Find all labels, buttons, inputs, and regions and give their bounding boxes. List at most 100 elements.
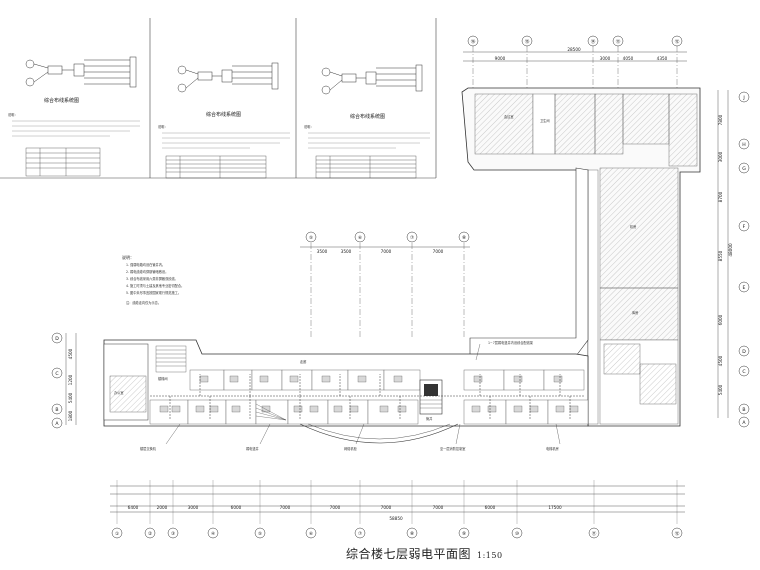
general-notes-line-6: 注：线缆走向仅为示意。	[126, 300, 161, 305]
detail-panel-2-notes-heading: 说明：	[158, 124, 168, 129]
axis-bottom-6: ⑥	[309, 531, 313, 537]
bottom-axis-grid: ① ② ③ ④ ⑤ ⑥ ⑦ ⑧ ⑨ ⑩ ⑪ ⑫ 6400 2000 3000 6…	[110, 480, 685, 539]
dim-top-1: 9000	[495, 56, 506, 61]
axis-right-G: G	[742, 166, 746, 172]
axis-top-15: ⑮	[525, 38, 530, 45]
dim-right-3: 8700	[718, 191, 723, 202]
dim-left-2: 1200	[68, 374, 73, 385]
axis-bottom-4: ④	[211, 531, 215, 537]
detail-panel-3: 综合布线系统图 说明：	[304, 64, 430, 179]
axis-left-C: C	[55, 371, 58, 377]
dim-mid-4: 7000	[433, 249, 444, 254]
axis-top-16: ⑯	[471, 38, 476, 45]
callout-1: 1~7层弱电竖井内设综合配线架	[488, 340, 534, 345]
detail-panel-3-title: 综合布线系统图	[350, 113, 385, 120]
right-axis-grid: J H G F E D C B A 7800 3000 8700 48000 8…	[717, 90, 750, 428]
axis-bottom-11: ⑪	[592, 530, 597, 537]
axis-bottom-10: ⑩	[515, 531, 519, 537]
dim-bottom-8: 7000	[433, 505, 444, 510]
axis-left-D: D	[55, 336, 59, 342]
axis-bottom-8: ⑧	[410, 531, 414, 537]
axis-top-12: ⑫	[675, 38, 680, 45]
axis-mid-6: ⑥	[358, 235, 362, 241]
axis-bottom-5: ⑤	[258, 531, 262, 537]
axis-bottom-2: ②	[148, 531, 152, 537]
drawing-scale: 1:150	[477, 551, 503, 560]
detail-panel-2-title: 综合布线系统图	[206, 111, 241, 118]
dim-right-total: 48000	[728, 243, 733, 257]
dim-bottom-2: 2000	[157, 505, 168, 510]
dim-bottom-3: 3000	[188, 505, 199, 510]
dim-bottom-9: 6000	[485, 505, 496, 510]
general-notes-line-4: 4. 施工时须与土建及其他专业密切配合。	[126, 283, 184, 288]
detail-panel-1-notes-heading: 说明：	[8, 112, 18, 117]
detail-panel-1: 综合布线系统图 说明：	[8, 56, 140, 177]
dim-left-1: 4500	[68, 348, 73, 359]
callout-3: 弱电竖井	[246, 446, 259, 451]
axis-right-A: A	[742, 420, 746, 426]
detail-panel-1-title: 综合布线系统图	[44, 97, 79, 104]
dim-mid-3: 7000	[381, 249, 392, 254]
top-axis-grid: ⑯ ⑮ ⑭ ⑬ ⑫ 28500 9000 3000 4050 4350	[463, 35, 687, 92]
axis-right-F: F	[743, 224, 746, 230]
room-label-server: 机房	[630, 224, 636, 229]
dim-bottom-5: 7000	[280, 505, 291, 510]
detail-panel-2: 综合布线系统图 说明：	[158, 62, 290, 179]
axis-right-H: H	[742, 142, 745, 148]
room-label-storage: 库房	[632, 310, 638, 315]
dim-right-4: 8550	[718, 250, 723, 261]
dim-top-2: 3000	[600, 56, 611, 61]
dim-bottom-1: 6400	[128, 505, 139, 510]
axis-mid-8: ⑧	[462, 235, 466, 241]
dim-right-1: 7800	[718, 114, 723, 125]
axis-bottom-3: ③	[171, 531, 175, 537]
axis-right-C: C	[742, 369, 745, 375]
general-notes-line-3: 3. 综合布线采用六类非屏蔽双绞线。	[126, 276, 178, 281]
axis-bottom-9: ⑨	[462, 531, 466, 537]
callouts: 1~7层弱电竖井内设综合配线架 楼层交换机 弱电竖井 网络机柜 至一层消防控制室…	[140, 340, 561, 451]
room-label-corridor: 走廊	[300, 359, 307, 364]
building-plan: 办公室 会议室 走廊 楼梯间 卫生间 机房 库房 管井	[103, 87, 701, 444]
dim-bottom-6: 7000	[330, 505, 341, 510]
axis-right-B: B	[742, 407, 745, 413]
room-label-meeting: 会议室	[504, 114, 514, 119]
dim-bottom-7: 7000	[381, 505, 392, 510]
mid-top-axis-grid: ⑤ ⑥ ⑦ ⑧ 3500 3500 7000 7000	[300, 231, 470, 338]
callout-4: 网络机柜	[344, 446, 358, 451]
left-axis-grid: D C B A 4500 1200 5400 1800	[51, 332, 77, 429]
dim-mid-1: 3500	[317, 249, 328, 254]
dim-right-7: 5400	[718, 384, 723, 395]
axis-right-D: D	[742, 349, 746, 355]
dim-right-6: 4500	[718, 355, 723, 366]
room-label-stair: 楼梯间	[158, 376, 168, 381]
dim-bottom-10: 17500	[548, 505, 562, 510]
axis-mid-5: ⑤	[309, 235, 313, 241]
axis-top-13: ⑬	[616, 38, 621, 45]
axis-right-J: J	[742, 95, 744, 101]
axis-left-A: A	[55, 421, 59, 427]
callout-5: 至一层消防控制室	[440, 446, 466, 451]
dim-top-total: 28500	[567, 47, 581, 52]
dim-right-2: 3000	[718, 151, 723, 162]
room-label-shaft: 管井	[426, 416, 432, 421]
drawing-title-block: 综合楼七层弱电平面图 1:150	[346, 545, 503, 562]
dim-right-5: 6000	[718, 314, 723, 325]
axis-bottom-7: ⑦	[358, 531, 362, 537]
general-notes: 说明： 1. 强弱电箱均设在管井内。 2. 弱电线缆均穿钢管暗敷设。 3. 综合…	[122, 254, 184, 305]
dim-left-4: 1800	[68, 410, 73, 421]
dim-mid-2: 3500	[341, 249, 352, 254]
dim-bottom-total: 58850	[389, 516, 403, 521]
axis-right-E: E	[743, 285, 746, 291]
axis-bottom-12: ⑫	[675, 530, 680, 537]
detail-panel-3-notes-heading: 说明：	[304, 124, 314, 129]
general-notes-line-2: 2. 弱电线缆均穿钢管暗敷设。	[126, 269, 168, 274]
axis-left-B: B	[55, 407, 58, 413]
axis-mid-7: ⑦	[410, 235, 414, 241]
drawing-title: 综合楼七层弱电平面图	[346, 547, 472, 561]
axis-bottom-1: ①	[115, 531, 119, 537]
dim-top-4: 4350	[657, 56, 668, 61]
room-label-office: 办公室	[114, 390, 124, 395]
general-notes-line-5: 5. 图中未尽事宜按国家现行规范施工。	[126, 290, 181, 295]
dim-bottom-4: 6000	[231, 505, 242, 510]
